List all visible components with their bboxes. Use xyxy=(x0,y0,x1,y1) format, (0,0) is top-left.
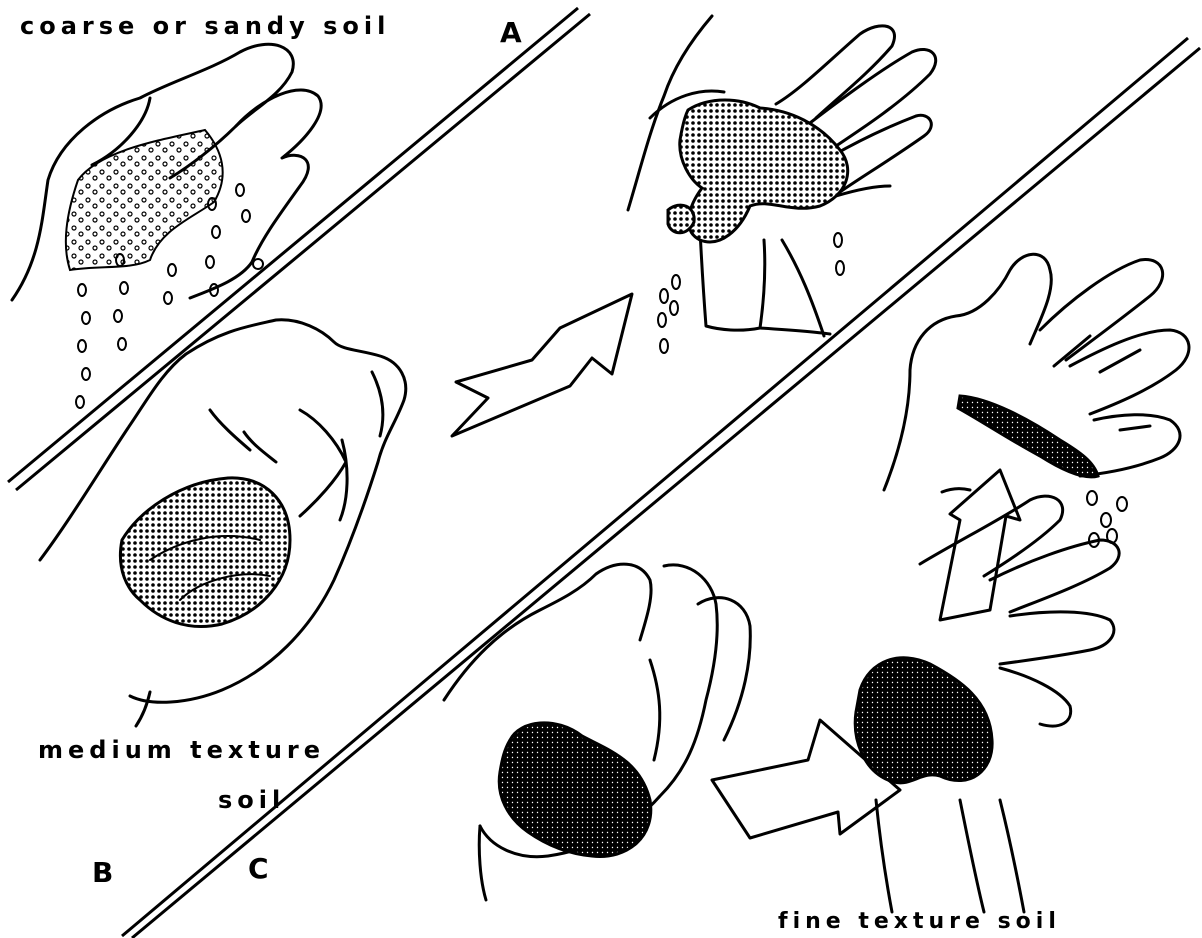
label-panel-a: A xyxy=(500,16,522,49)
fine-soil-ribbon xyxy=(958,396,1098,477)
label-coarse-soil: coarse or sandy soil xyxy=(20,12,390,40)
label-panel-b: B xyxy=(92,856,113,889)
medium-soil-ball xyxy=(120,478,290,627)
sand-mass xyxy=(66,130,223,270)
fine-soil-squeezed xyxy=(855,658,992,783)
label-medium-soil-line2: soil xyxy=(218,786,285,814)
label-medium-soil-line1: medium texture xyxy=(38,736,325,764)
label-panel-c: C xyxy=(248,852,269,885)
hand-squeeze-crumble xyxy=(628,16,936,353)
fine-soil-ball xyxy=(499,723,651,857)
hand-fine-ribbon xyxy=(884,254,1189,547)
arrow-b-to-a xyxy=(452,294,632,436)
hand-squeeze-fine xyxy=(855,496,1119,912)
crumbled-soil xyxy=(680,100,848,242)
label-fine-soil: fine texture soil xyxy=(778,909,1061,934)
hand-medium-soil xyxy=(40,320,406,726)
hand-fine-soil-ball xyxy=(444,564,750,900)
hand-coarse-soil xyxy=(12,44,321,408)
